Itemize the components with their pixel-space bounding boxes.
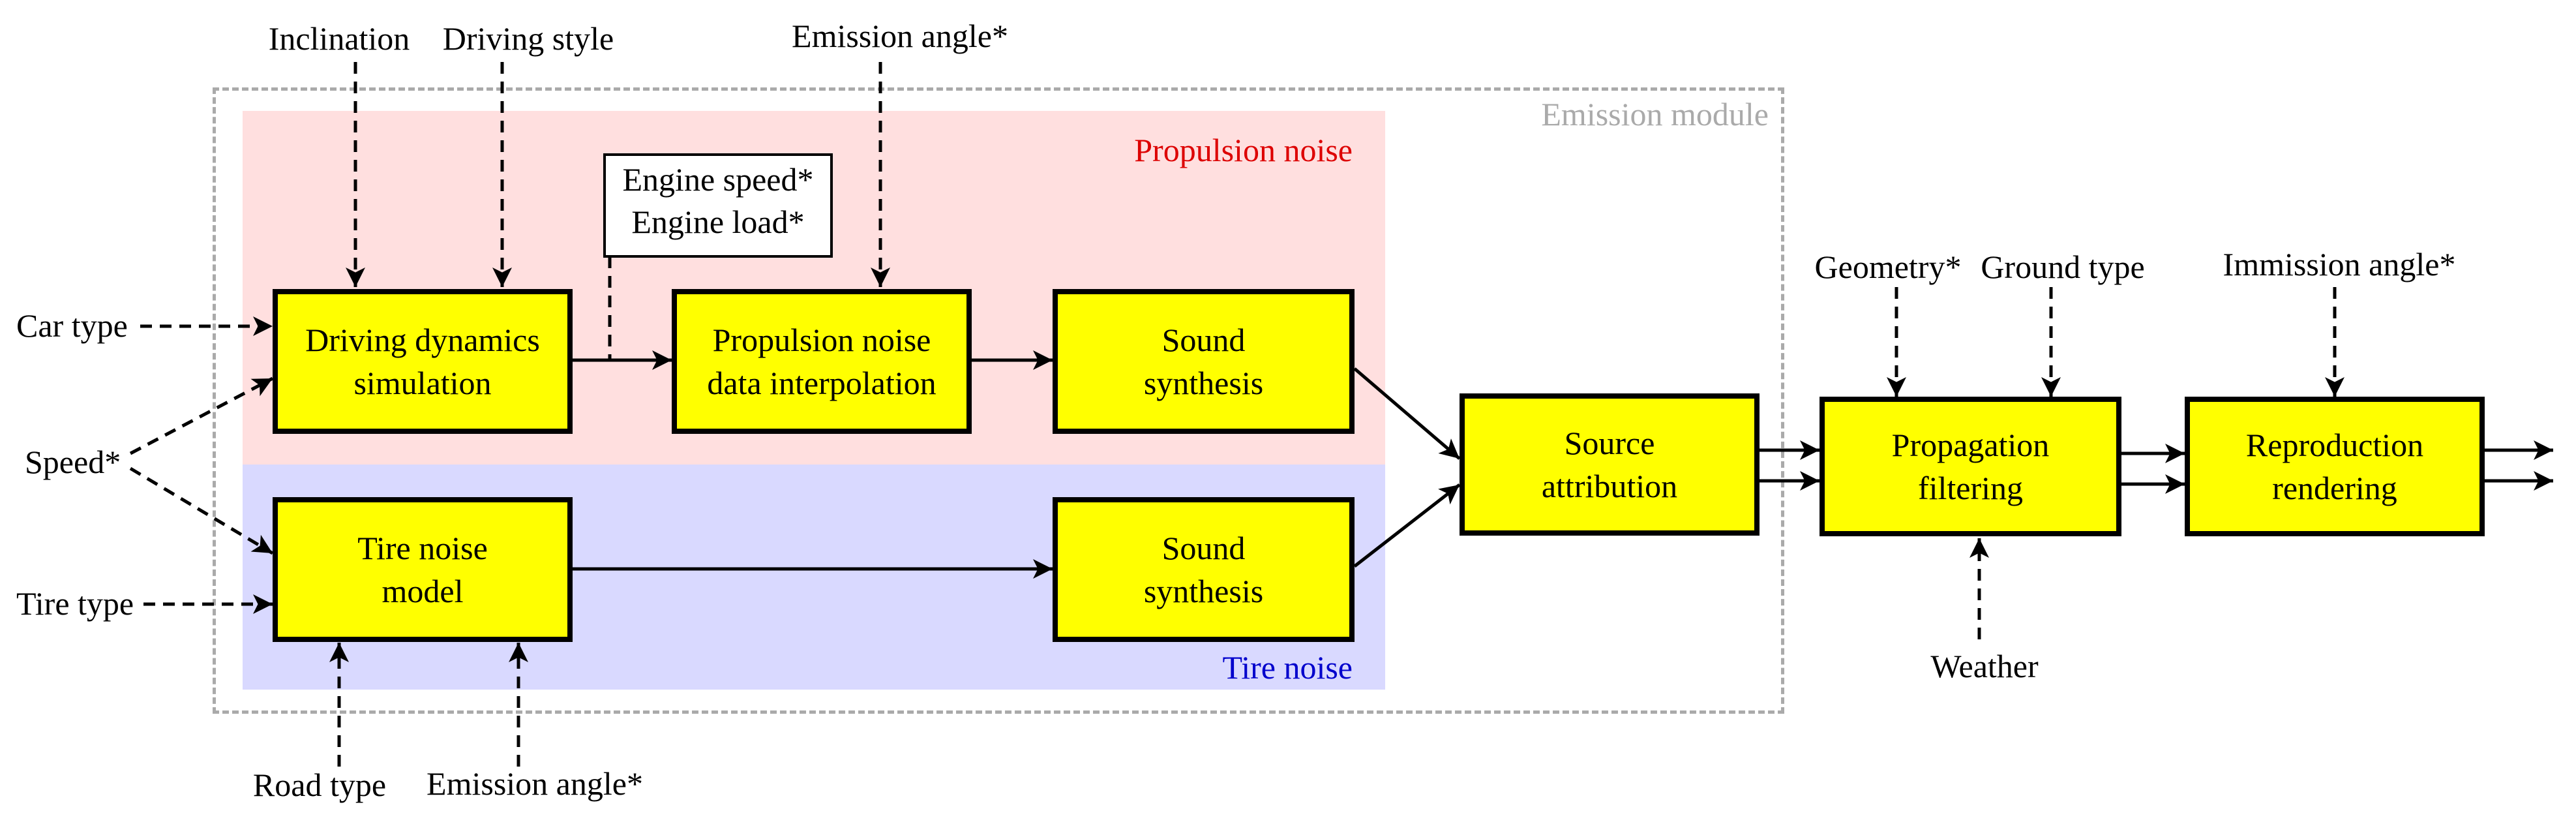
engine-parameters-note: Engine speed* Engine load* — [603, 153, 833, 258]
driving-style-label: Driving style — [442, 20, 614, 57]
propulsion-interpolation-block: Propulsion noise data interpolation — [672, 289, 972, 434]
reproduction-rendering-block: Reproduction rendering — [2185, 397, 2485, 536]
speed-to-driving-arrow — [129, 376, 274, 455]
inclination-label: Inclination — [268, 20, 410, 57]
speed-label: Speed* — [25, 444, 121, 480]
immission-angle-label: Immission angle* — [2223, 246, 2456, 282]
road-type-label: Road type — [252, 767, 387, 803]
emission-angle-bottom-label: Emission angle* — [427, 765, 643, 802]
emission-angle-top-label: Emission angle* — [792, 18, 1008, 54]
source-attribution-block: Source attribution — [1460, 393, 1760, 536]
sound-synthesis-1-block: Sound synthesis — [1053, 289, 1355, 434]
module-label: Emission module — [1541, 96, 1769, 132]
geometry-label: Geometry* — [1814, 249, 1962, 285]
car-type-label: Car type — [16, 307, 128, 344]
sound-synthesis-2-block: Sound synthesis — [1053, 497, 1355, 642]
synth1-to-source-arrow — [1353, 367, 1461, 460]
tire-noise-model-block: Tire noise model — [273, 497, 573, 642]
emission-module-border — [213, 87, 1784, 714]
synth2-to-source-arrow — [1353, 483, 1461, 568]
driving-dynamics-block: Driving dynamics simulation — [273, 289, 573, 434]
tire-type-label: Tire type — [16, 585, 134, 622]
propagation-filtering-block: Propagation filtering — [1820, 397, 2121, 536]
ground-type-label: Ground type — [1981, 249, 2145, 285]
propulsion-noise-label: Propulsion noise — [1134, 132, 1353, 168]
weather-label: Weather — [1930, 648, 2039, 684]
tire-noise-label: Tire noise — [1222, 649, 1353, 686]
speed-to-tire-arrow — [129, 466, 274, 555]
